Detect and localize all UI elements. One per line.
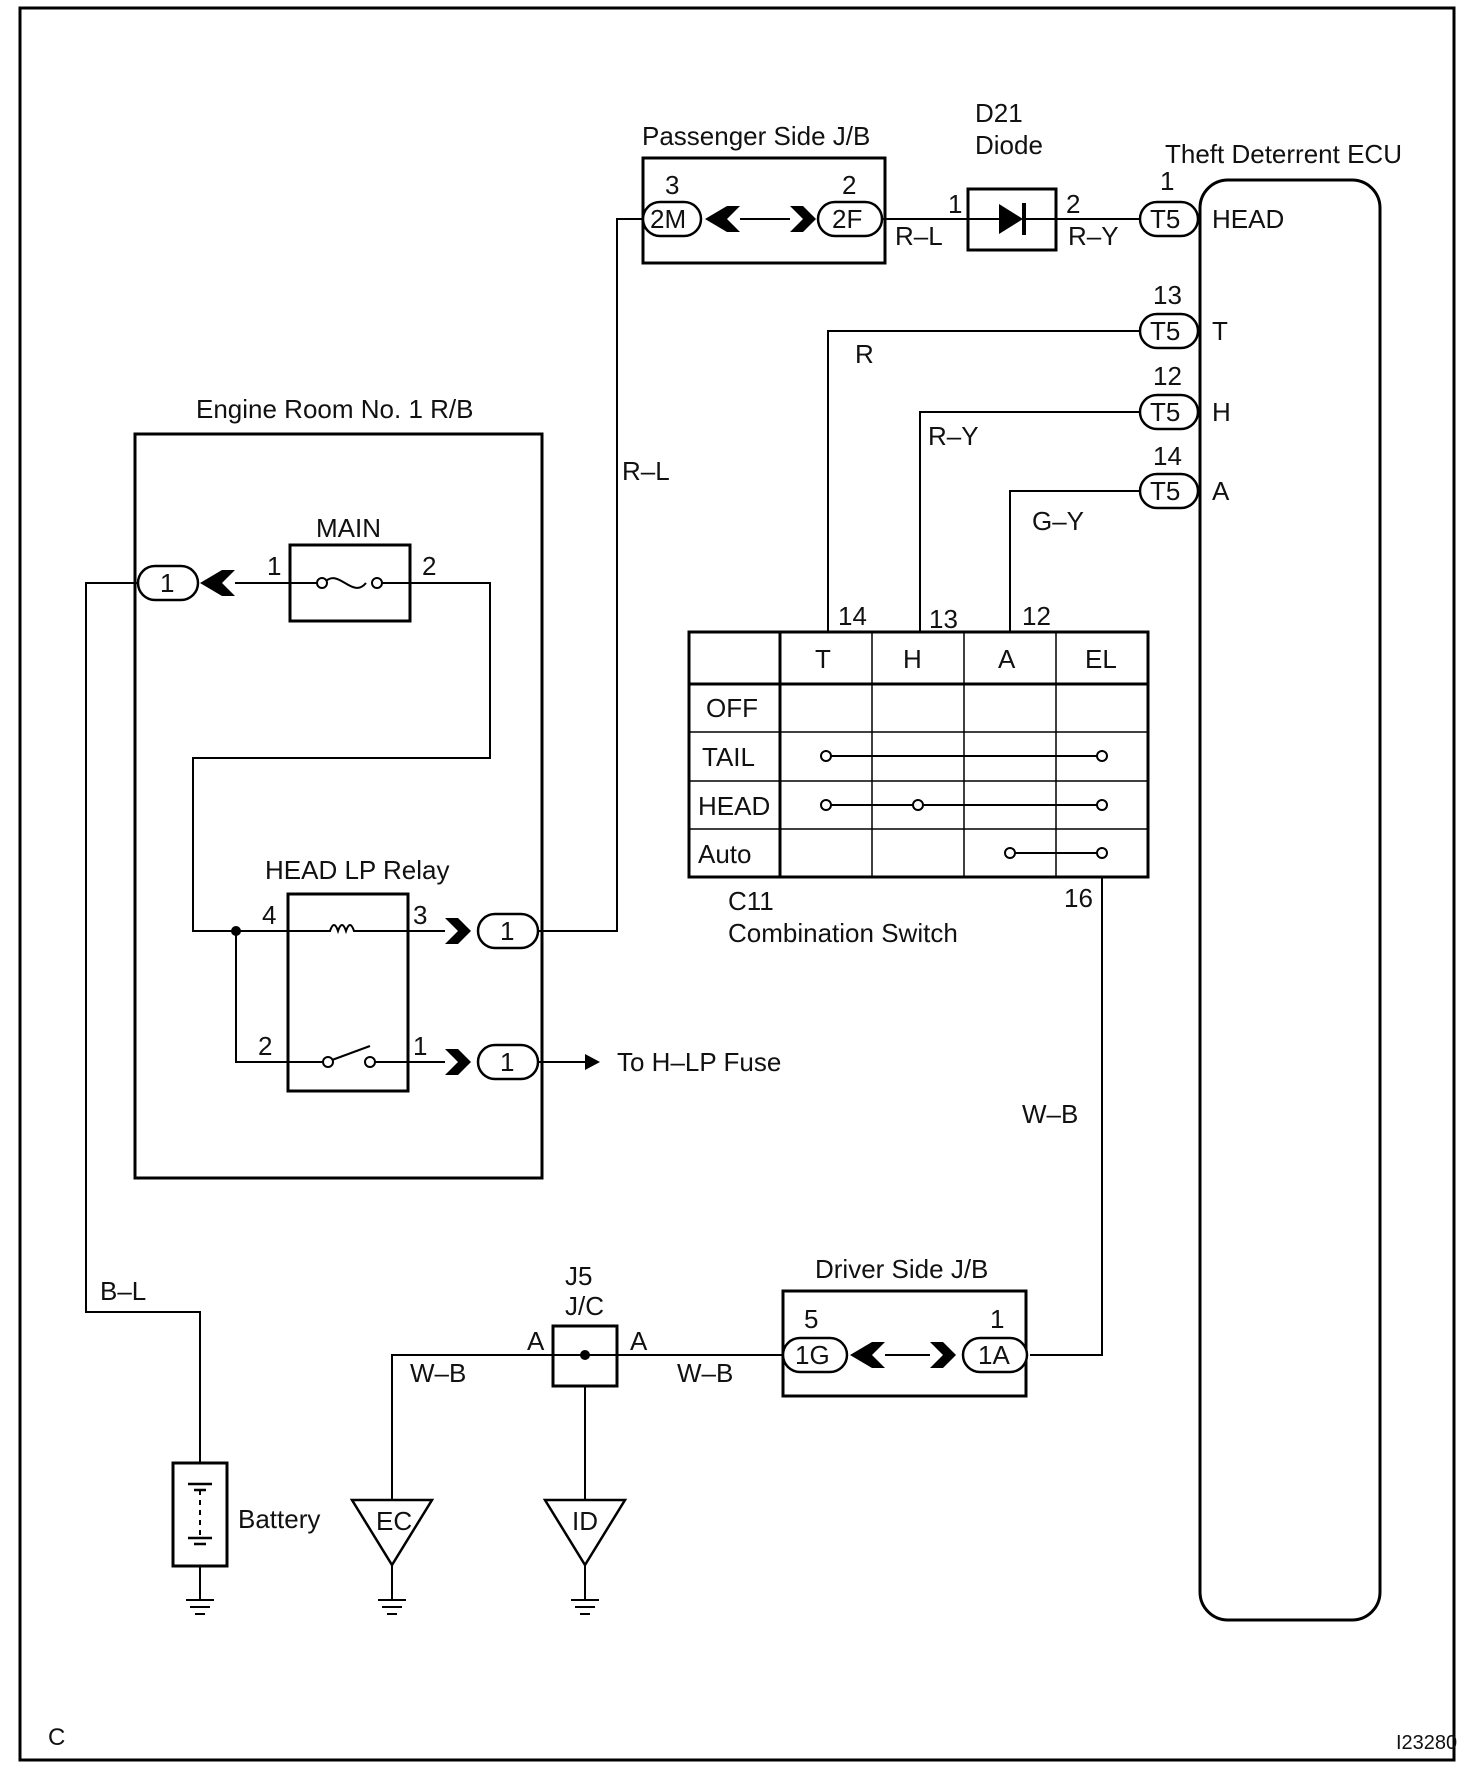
svg-text:4: 4: [262, 900, 276, 930]
svg-text:1: 1: [413, 1031, 427, 1061]
col-t: T: [815, 644, 831, 674]
svg-text:14: 14: [1153, 441, 1182, 471]
svg-text:5: 5: [804, 1304, 818, 1334]
wire-rl-vertical: R–L: [622, 456, 670, 486]
pin-2f-number: 2: [842, 170, 856, 200]
theft-deterrent-ecu: Theft Deterrent ECU 1 T5 HEAD 13 T5 T 12…: [1138, 139, 1402, 1622]
diode-d21: D21 Diode 1 2: [948, 98, 1080, 252]
row-tail: TAIL: [702, 742, 755, 772]
passenger-side-jb: Passenger Side J/B 3 2 2M 2F: [641, 121, 887, 265]
svg-text:EC: EC: [376, 1506, 412, 1536]
wire-r: R: [855, 339, 874, 369]
wire-wb-right: W–B: [1022, 1099, 1078, 1129]
svg-text:1: 1: [267, 551, 281, 581]
svg-text:D21: D21: [975, 98, 1023, 128]
svg-text:1: 1: [1160, 166, 1174, 196]
svg-text:1: 1: [990, 1304, 1004, 1334]
svg-text:12: 12: [1022, 601, 1051, 631]
svg-text:1A: 1A: [978, 1340, 1010, 1370]
connector-1a: [961, 1336, 1029, 1374]
svg-text:3: 3: [413, 900, 427, 930]
row-off: OFF: [706, 693, 758, 723]
svg-text:HEAD: HEAD: [1212, 204, 1284, 234]
svg-text:A: A: [1212, 476, 1230, 506]
svg-text:Combination Switch: Combination Switch: [728, 918, 958, 948]
svg-text:2: 2: [1066, 189, 1080, 219]
svg-text:1: 1: [500, 916, 514, 946]
svg-text:HEAD LP Relay: HEAD LP Relay: [265, 855, 450, 885]
figure-id: I23280: [1396, 1732, 1457, 1754]
pin-2m-number: 3: [665, 170, 679, 200]
combination-switch-c11: T H A EL OFF TAIL HEAD Auto C11 Combinat…: [687, 630, 1150, 948]
wire-wb-mid: W–B: [677, 1358, 733, 1388]
corner-label-left: C: [48, 1724, 65, 1751]
mating-arrow-left: [705, 206, 740, 232]
connector-1g: [781, 1336, 849, 1374]
svg-text:14: 14: [838, 601, 867, 631]
svg-text:12: 12: [1153, 361, 1182, 391]
junction-connector-j5: J5 J/C A A: [527, 1261, 648, 1388]
svg-text:T: T: [1212, 316, 1228, 346]
svg-text:1: 1: [948, 189, 962, 219]
wire-ry-top: R–Y: [1068, 221, 1119, 251]
to-hlp-fuse-label: To H–LP Fuse: [617, 1047, 781, 1077]
svg-text:MAIN: MAIN: [316, 513, 381, 543]
svg-text:2: 2: [258, 1031, 272, 1061]
wire-bl: B–L: [100, 1276, 146, 1306]
svg-text:A: A: [527, 1326, 545, 1356]
svg-text:A: A: [630, 1326, 648, 1356]
wire-rl-top: R–L: [895, 221, 943, 251]
mating-arrow-right: [790, 206, 816, 232]
svg-text:T5: T5: [1150, 204, 1180, 234]
col-h: H: [903, 644, 922, 674]
svg-text:1: 1: [160, 568, 174, 598]
svg-text:ID: ID: [572, 1506, 598, 1536]
svg-text:J5: J5: [565, 1261, 592, 1291]
engine-room-rb: Engine Room No. 1 R/B MAIN 1 2 1 HEAD LP…: [133, 394, 544, 1180]
driver-side-jb: Driver Side J/B 5 1 1G 1A: [781, 1254, 1029, 1398]
svg-text:2: 2: [422, 551, 436, 581]
page-frame: [18, 6, 1456, 1762]
ground-ec: EC: [349, 1498, 435, 1615]
svg-text:13: 13: [929, 604, 958, 634]
svg-text:16: 16: [1064, 883, 1093, 913]
connector-t5-head: [1138, 200, 1200, 238]
row-head: HEAD: [698, 791, 770, 821]
svg-text:T5: T5: [1150, 397, 1180, 427]
svg-text:T5: T5: [1150, 476, 1180, 506]
col-el: EL: [1085, 644, 1117, 674]
svg-text:1: 1: [500, 1047, 514, 1077]
svg-text:Battery: Battery: [238, 1504, 320, 1534]
row-auto: Auto: [698, 839, 752, 869]
svg-text:1G: 1G: [795, 1340, 830, 1370]
svg-text:C11: C11: [728, 886, 774, 916]
svg-text:Diode: Diode: [975, 130, 1043, 160]
svg-text:Engine Room No. 1 R/B: Engine Room No. 1 R/B: [196, 394, 473, 424]
head-lp-relay: [286, 892, 410, 1093]
ground-id: ID: [542, 1498, 628, 1615]
col-a: A: [998, 644, 1016, 674]
battery: Battery: [171, 1461, 320, 1615]
svg-text:T5: T5: [1150, 316, 1180, 346]
wire-wb-left: W–B: [410, 1358, 466, 1388]
svg-text:Theft Deterrent ECU: Theft Deterrent ECU: [1165, 139, 1402, 169]
svg-text:H: H: [1212, 397, 1231, 427]
svg-text:13: 13: [1153, 280, 1182, 310]
svg-text:Driver Side J/B: Driver Side J/B: [815, 1254, 988, 1284]
svg-text:2F: 2F: [832, 204, 862, 234]
passenger-jb-label: Passenger Side J/B: [642, 121, 870, 151]
wire-gy: G–Y: [1032, 506, 1084, 536]
wire-ry-mid: R–Y: [928, 421, 979, 451]
svg-text:J/C: J/C: [565, 1291, 604, 1321]
svg-text:2M: 2M: [650, 204, 686, 234]
